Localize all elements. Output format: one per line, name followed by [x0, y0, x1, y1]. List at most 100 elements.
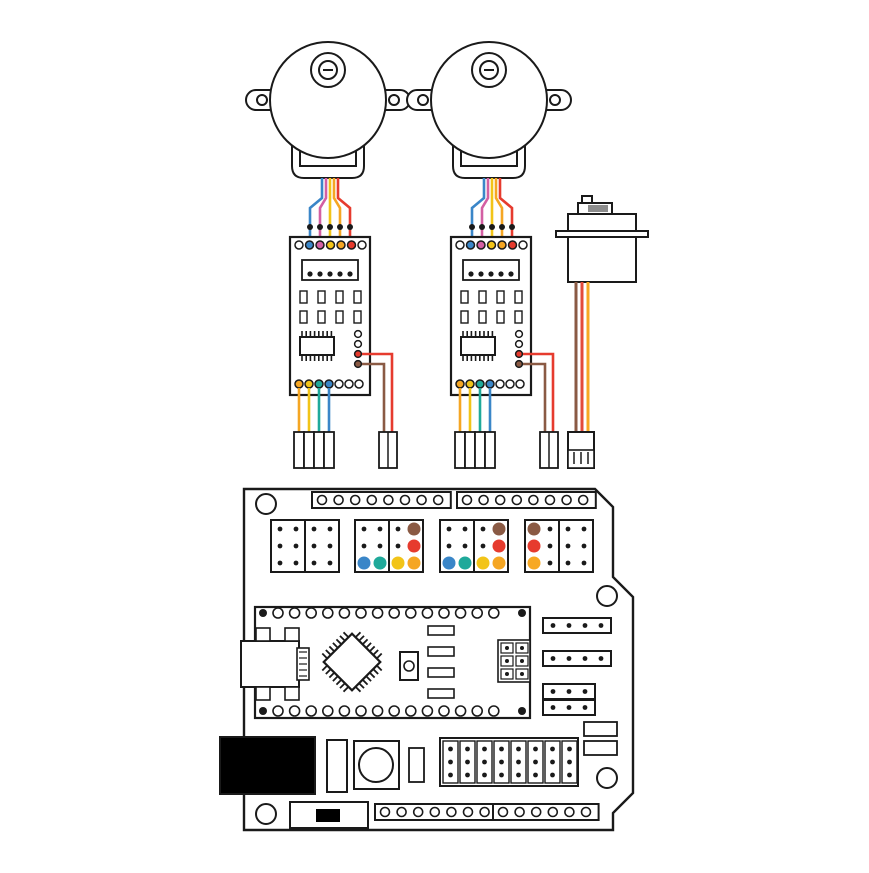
stepper-driver-board-1 — [288, 235, 372, 397]
header-pin — [479, 806, 490, 818]
header-pin — [416, 494, 427, 506]
pin — [377, 543, 383, 549]
smd-part — [317, 310, 326, 324]
stepper-motor-2 — [406, 41, 572, 179]
bank-pin — [567, 759, 572, 765]
smd-component — [427, 646, 455, 657]
pin — [565, 526, 571, 532]
wire-dot — [391, 556, 405, 570]
mount-hole — [596, 585, 618, 607]
smd-part — [335, 310, 344, 324]
microcontroller-chip-icon — [321, 631, 383, 693]
header-pin — [507, 240, 518, 250]
wire-dot — [357, 556, 371, 570]
pin — [277, 543, 283, 549]
small-header-pin — [582, 689, 588, 694]
driver-block-2b — [473, 519, 509, 573]
signal-plug — [313, 431, 325, 469]
chip-leg — [321, 652, 328, 660]
usb-tab — [284, 686, 300, 701]
nano-pin — [388, 705, 401, 717]
pin — [565, 543, 571, 549]
chip-leg — [342, 631, 350, 638]
icsp-pin — [505, 672, 509, 676]
input-pin — [334, 379, 344, 389]
mount-hole-right — [549, 94, 561, 106]
right-header-4 — [542, 699, 596, 716]
bank-pin — [516, 759, 521, 765]
smd-part — [478, 290, 487, 304]
wire-dot — [407, 539, 421, 553]
nano-pin — [305, 607, 318, 619]
bank-pin — [533, 772, 538, 778]
nano-pin — [321, 705, 334, 717]
power-wire-brown — [523, 362, 547, 432]
header-pin — [432, 494, 444, 506]
icsp-pin — [505, 659, 509, 663]
chip-leg — [376, 652, 383, 660]
pin — [480, 543, 486, 549]
header-pin — [429, 806, 441, 818]
chip-leg — [369, 645, 376, 653]
pin — [462, 526, 468, 532]
header-housing — [456, 491, 597, 509]
mount-hole — [596, 767, 618, 789]
bank-pin — [448, 746, 453, 752]
pin — [293, 526, 299, 532]
nano-pin — [338, 705, 351, 717]
expansion-shield — [219, 487, 635, 832]
connector-pin — [347, 224, 353, 230]
nano-pin — [338, 607, 351, 619]
usb-tab — [255, 627, 271, 642]
header-pin — [577, 494, 589, 506]
connector-pin — [469, 224, 475, 230]
smd-component — [427, 667, 455, 678]
icsp-pin — [505, 646, 509, 650]
header-pin — [580, 806, 592, 818]
connector-pin — [509, 224, 515, 230]
chip-leg — [361, 679, 369, 686]
smd-component — [427, 688, 455, 699]
right-header-3 — [542, 683, 596, 700]
header-bottom-right — [492, 803, 600, 821]
stepper-driver-board-2 — [449, 235, 533, 397]
ic-body — [299, 336, 335, 356]
bank-pin — [499, 759, 504, 765]
pin — [293, 560, 299, 566]
header-pin — [333, 494, 344, 506]
driver-cables — [293, 352, 559, 469]
pin — [361, 543, 367, 549]
input-pin — [485, 379, 495, 389]
power-wire-red — [362, 352, 394, 432]
icsp-pin — [520, 659, 524, 663]
nano-pin — [321, 607, 334, 619]
chip-leg — [354, 631, 362, 638]
mount-hole — [255, 493, 277, 515]
signal-plug — [454, 431, 466, 469]
right-header-1 — [542, 617, 612, 634]
driver-ic-icon — [460, 331, 496, 361]
connector-pin — [499, 224, 505, 230]
wire-dot — [527, 556, 541, 570]
power-wire-red — [523, 352, 555, 432]
pin — [395, 526, 401, 532]
input-pin — [505, 379, 515, 389]
bank-pin — [533, 759, 538, 765]
header-pin — [325, 240, 336, 250]
mount-hole-right — [388, 94, 400, 106]
power-wire-brown — [362, 362, 386, 432]
small-header-pin — [550, 705, 556, 710]
chip-leg — [321, 664, 328, 672]
mount-hole-left — [417, 94, 429, 106]
servo-block-3 — [524, 519, 560, 573]
small-header-pin — [582, 623, 588, 628]
icsp-pin — [520, 646, 524, 650]
header-pin — [304, 240, 315, 250]
pin — [547, 543, 553, 549]
smd-part — [514, 290, 523, 304]
header-pin — [530, 806, 542, 818]
nano-pin — [471, 607, 484, 619]
connector-pin — [317, 224, 323, 230]
small-header-pin — [550, 623, 556, 628]
header-top-left — [311, 491, 452, 509]
